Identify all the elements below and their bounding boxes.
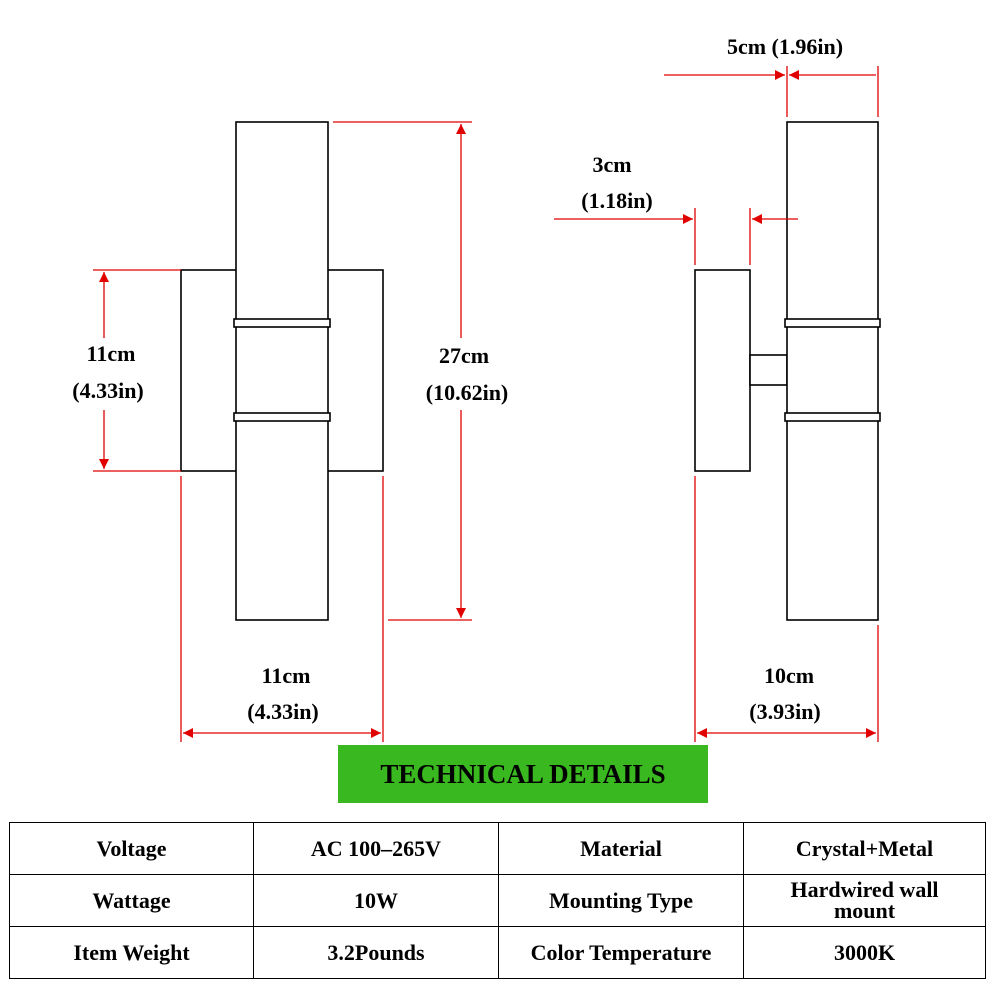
side-ring-upper	[784, 318, 881, 328]
front-width-imperial: (4.33in)	[247, 699, 319, 724]
front-width-dimension: 11cm (4.33in)	[180, 476, 384, 742]
spec-label: Mounting Type	[498, 874, 744, 927]
front-width-metric: 11cm	[262, 663, 311, 688]
spec-label: Material	[498, 822, 744, 875]
total-height-imperial: (10.62in)	[426, 380, 509, 405]
spec-value: Crystal+Metal	[743, 822, 986, 875]
specs-table: Voltage AC 100–265V Material Crystal+Met…	[9, 822, 986, 979]
side-tube	[786, 121, 879, 621]
spec-value: Hardwired wall mount	[743, 874, 986, 927]
side-depth-imperial: (3.93in)	[749, 699, 821, 724]
side-depth-dimension: 10cm (3.93in)	[694, 476, 879, 742]
table-row: Voltage AC 100–265V Material Crystal+Met…	[9, 822, 986, 875]
spec-label: Wattage	[9, 874, 254, 927]
spec-label: Item Weight	[9, 926, 254, 979]
spec-value: AC 100–265V	[253, 822, 499, 875]
base-depth-metric: 3cm	[592, 152, 631, 177]
spec-value: 10W	[253, 874, 499, 927]
front-height-dimension: 11cm (4.33in)	[72, 269, 181, 472]
front-view	[180, 121, 384, 621]
side-backplate	[694, 269, 751, 472]
base-depth-dimension: 3cm (1.18in)	[554, 152, 798, 265]
spec-value: 3.2Pounds	[253, 926, 499, 979]
front-tube	[235, 121, 329, 621]
dimension-diagram: 11cm (4.33in) 27cm (10.62in) 11cm (4.33i…	[72, 34, 881, 742]
side-arm	[749, 354, 788, 386]
technical-details-banner: TECHNICAL DETAILS	[338, 745, 708, 803]
total-height-metric: 27cm	[439, 343, 489, 368]
side-depth-metric: 10cm	[764, 663, 814, 688]
front-ring-lower	[233, 412, 331, 422]
side-ring-lower	[784, 412, 881, 422]
spec-label: Voltage	[9, 822, 254, 875]
front-ring-upper	[233, 318, 331, 328]
banner-title: TECHNICAL DETAILS	[380, 758, 666, 789]
spec-label: Color Temperature	[498, 926, 744, 979]
table-row: Wattage 10W Mounting Type Hardwired wall…	[9, 874, 986, 927]
base-depth-imperial: (1.18in)	[581, 188, 653, 213]
front-height-metric: 11cm	[87, 341, 136, 366]
table-row: Item Weight 3.2Pounds Color Temperature …	[9, 926, 986, 979]
side-view	[694, 121, 881, 621]
tube-diameter-dimension: 5cm (1.96in)	[664, 34, 879, 117]
total-height-dimension: 27cm (10.62in)	[333, 121, 509, 621]
tube-diameter-label: 5cm (1.96in)	[727, 34, 843, 59]
spec-value: 3000K	[743, 926, 986, 979]
front-height-imperial: (4.33in)	[72, 378, 144, 403]
